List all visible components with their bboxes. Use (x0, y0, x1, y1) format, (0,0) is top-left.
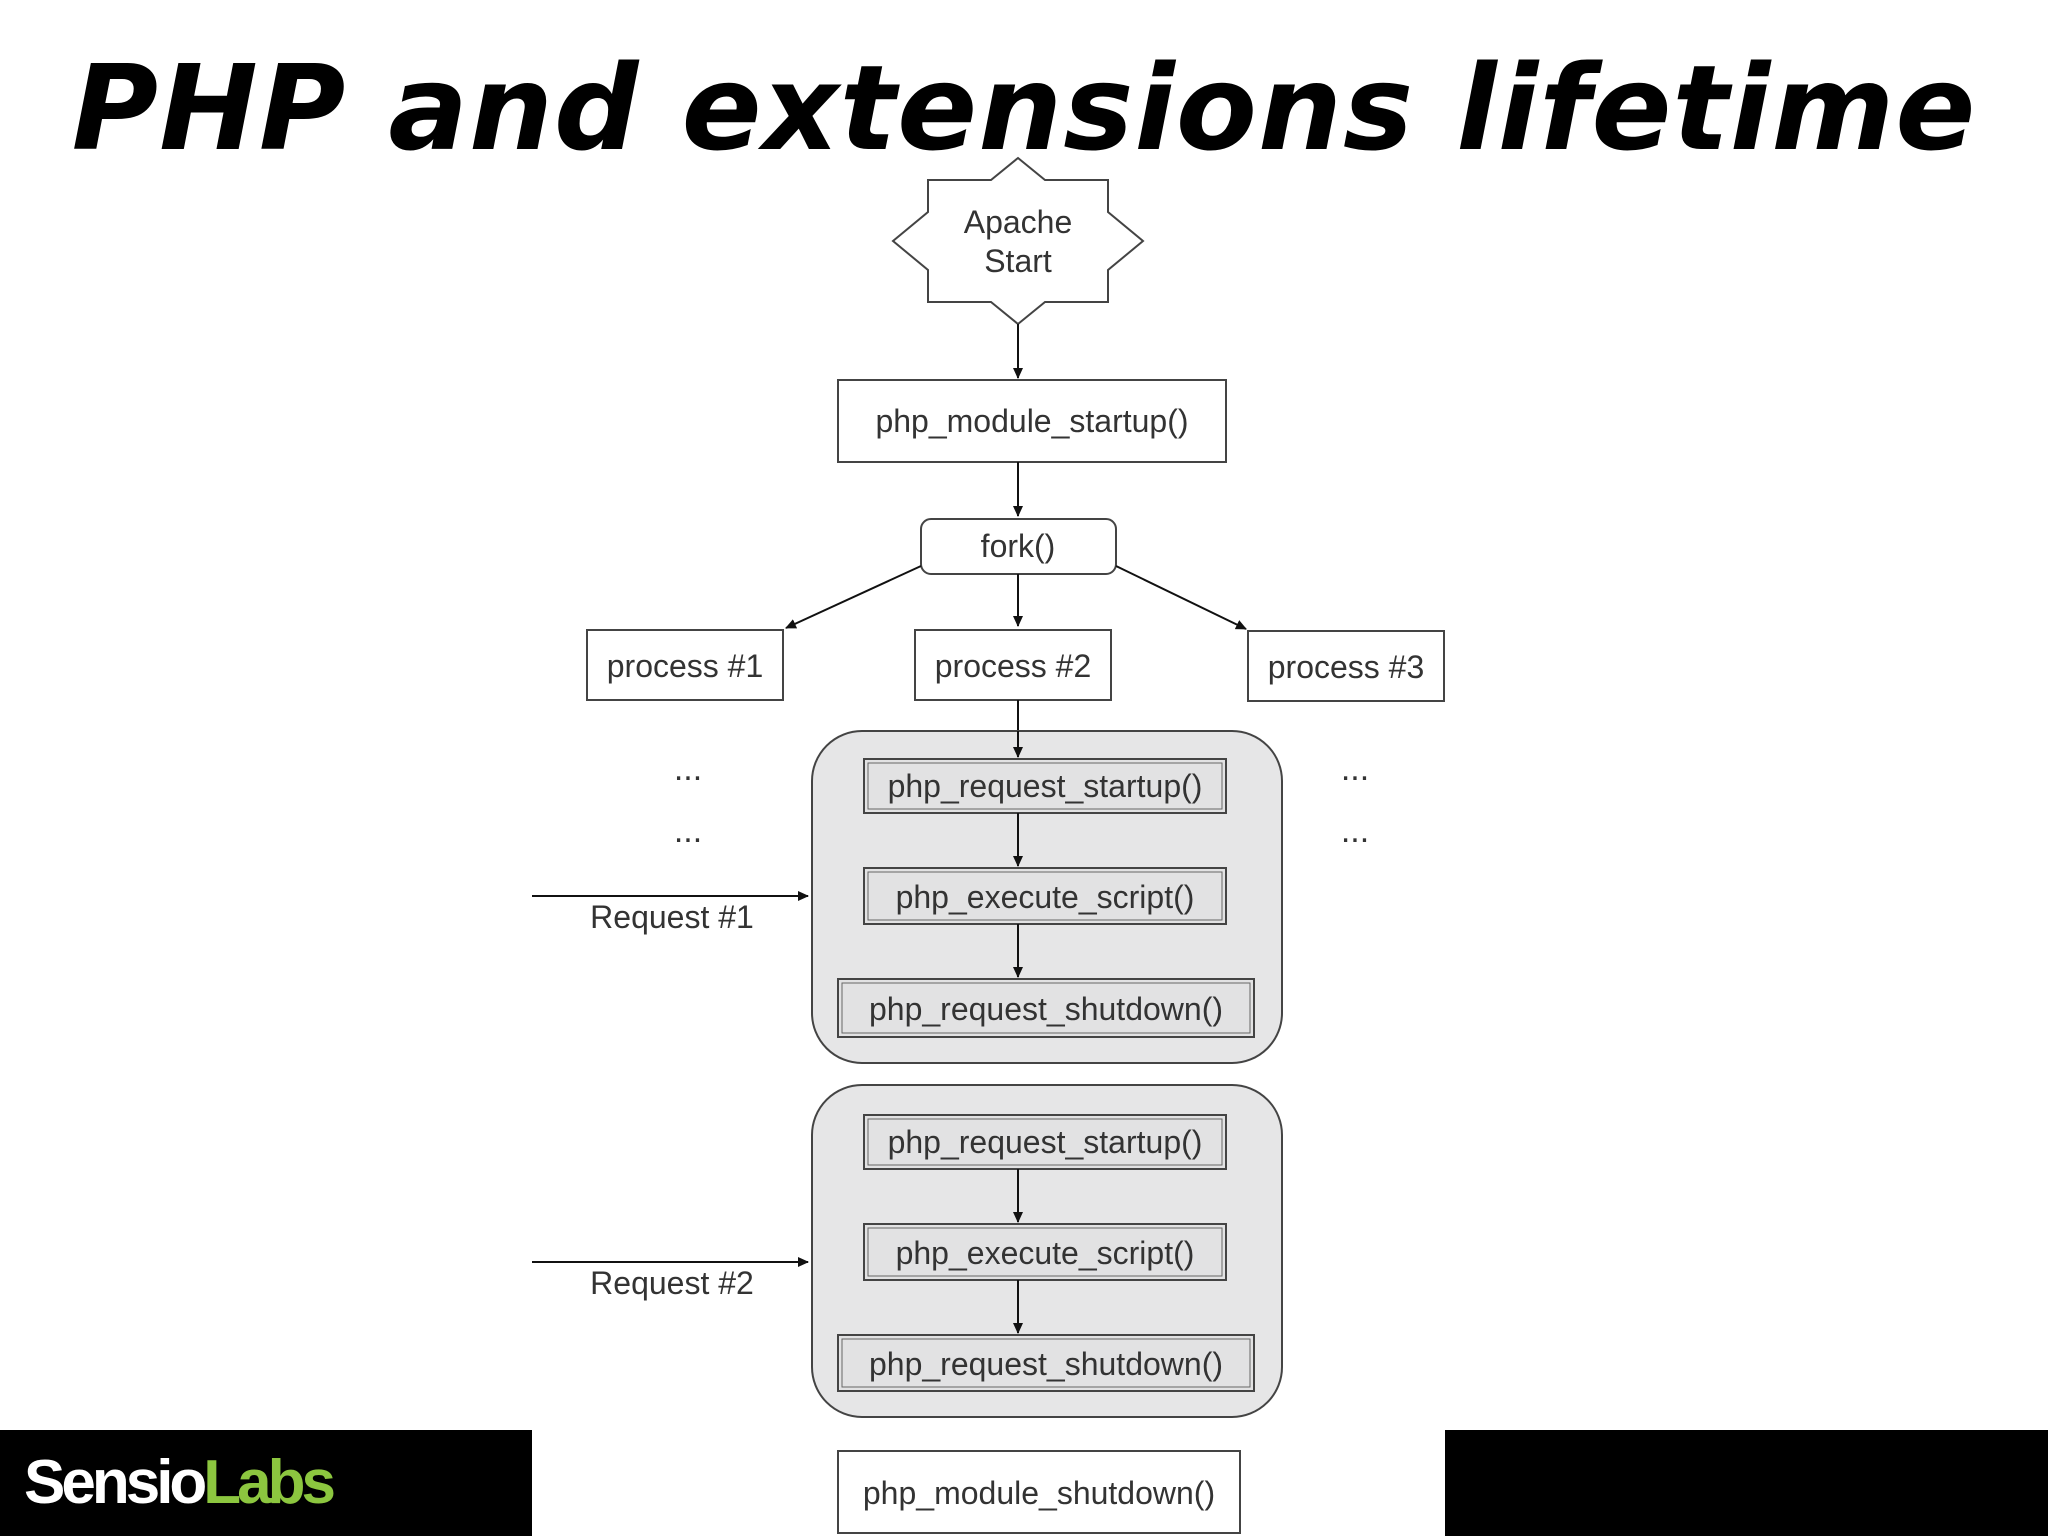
request-2-shutdown-label: php_request_shutdown() (869, 1346, 1223, 1382)
logo-text-labs: Labs (203, 1448, 336, 1517)
process-3-node: process #3 (1247, 630, 1445, 702)
arrow-fork-to-process-3 (1115, 565, 1247, 630)
arrow-fork-to-process-1 (785, 565, 922, 629)
apache-start-node: Apache Start (891, 156, 1145, 326)
apache-start-label-line1: Apache (964, 204, 1073, 240)
sensiolabs-logo: SensioLabs (24, 1448, 336, 1518)
ellipsis-right-1: ... (1341, 750, 1369, 788)
request-2-startup-label: php_request_startup() (888, 1124, 1203, 1160)
request-2-label: Request #2 (590, 1265, 754, 1301)
process-2-label: process #2 (935, 648, 1092, 684)
request-2-execute-label: php_execute_script() (896, 1235, 1195, 1271)
apache-start-label-line2: Start (984, 243, 1052, 279)
module-startup-node: php_module_startup() (837, 379, 1227, 463)
request-1-shutdown-label: php_request_shutdown() (869, 991, 1223, 1027)
module-shutdown-node: php_module_shutdown() (837, 1450, 1241, 1534)
process-1-label: process #1 (607, 648, 764, 684)
ellipsis-right-2: ... (1341, 812, 1369, 850)
slide-title: PHP and extensions lifetime (71, 39, 1977, 177)
ellipsis-left-1: ... (674, 750, 702, 788)
request-1-group: php_request_startup() php_execute_script… (811, 700, 1283, 1064)
process-2-node: process #2 (914, 629, 1112, 701)
process-1-node: process #1 (586, 629, 784, 701)
module-shutdown-label: php_module_shutdown() (863, 1475, 1215, 1511)
footer-bar-left (0, 1430, 532, 1536)
request-1-execute-label: php_execute_script() (896, 879, 1195, 915)
request-1-label: Request #1 (590, 899, 754, 935)
ellipsis-left-2: ... (674, 812, 702, 850)
module-startup-label: php_module_startup() (875, 403, 1188, 439)
logo-text-sensio: Sensio (24, 1448, 207, 1517)
footer-bar-right (1445, 1430, 2048, 1536)
request-1-startup-label: php_request_startup() (888, 768, 1203, 804)
fork-label: fork() (981, 528, 1056, 564)
request-2-group: php_request_startup() php_execute_script… (811, 1084, 1283, 1418)
process-3-label: process #3 (1268, 649, 1425, 685)
fork-node: fork() (920, 518, 1117, 575)
